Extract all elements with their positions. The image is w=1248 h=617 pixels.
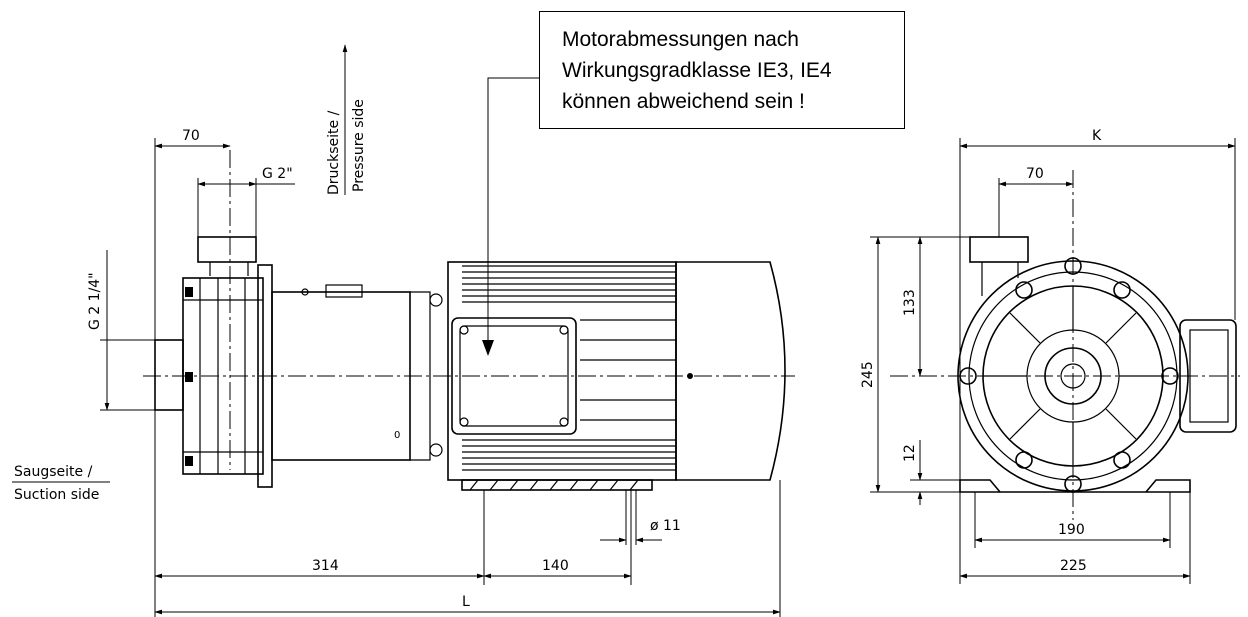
dim-foot-spacing: 140: [542, 558, 569, 574]
front-view: K 70 133 245 12 190: [860, 128, 1240, 584]
dim-overall-length: L: [462, 594, 470, 610]
svg-text:0: 0: [394, 430, 400, 441]
dim-foot-width: 225: [1060, 558, 1087, 574]
motor-dimensions-note: Motorabmessungen nach Wirkungsgradklasse…: [539, 11, 905, 129]
impeller-spokes: [983, 286, 1163, 466]
dim-inlet-thread: G 2 1/4": [87, 272, 103, 330]
suction-side-label-en: Suction side: [14, 487, 99, 503]
dim-foot-hole-spacing: 190: [1058, 522, 1085, 538]
dim-overall-width: K: [1092, 128, 1102, 144]
dim-outlet-offset: 70: [1026, 166, 1044, 182]
note-line-2: Wirkungsgradklasse IE3, IE4: [562, 59, 832, 82]
pressure-side-label-en: Pressure side: [351, 99, 367, 192]
dim-flange-offset: 70: [182, 128, 200, 144]
dim-to-foot: 314: [312, 558, 339, 574]
dim-bolt-hole: ø 11: [650, 518, 681, 534]
dim-total-height: 245: [860, 361, 876, 388]
motor-fins: [462, 265, 676, 471]
dim-outlet-height: 133: [902, 289, 918, 316]
suction-side-label-de: Saugseite /: [14, 464, 93, 480]
note-line-1: Motorabmessungen nach: [562, 28, 799, 51]
note-line-3: können abweichend sein !: [562, 90, 805, 113]
foot-hatching: [469, 479, 639, 491]
side-view: 0: [12, 44, 795, 617]
dim-outlet-thread: G 2": [262, 166, 293, 182]
pressure-side-label-de: Druckseite /: [326, 110, 342, 195]
dim-foot-height: 12: [902, 444, 918, 462]
